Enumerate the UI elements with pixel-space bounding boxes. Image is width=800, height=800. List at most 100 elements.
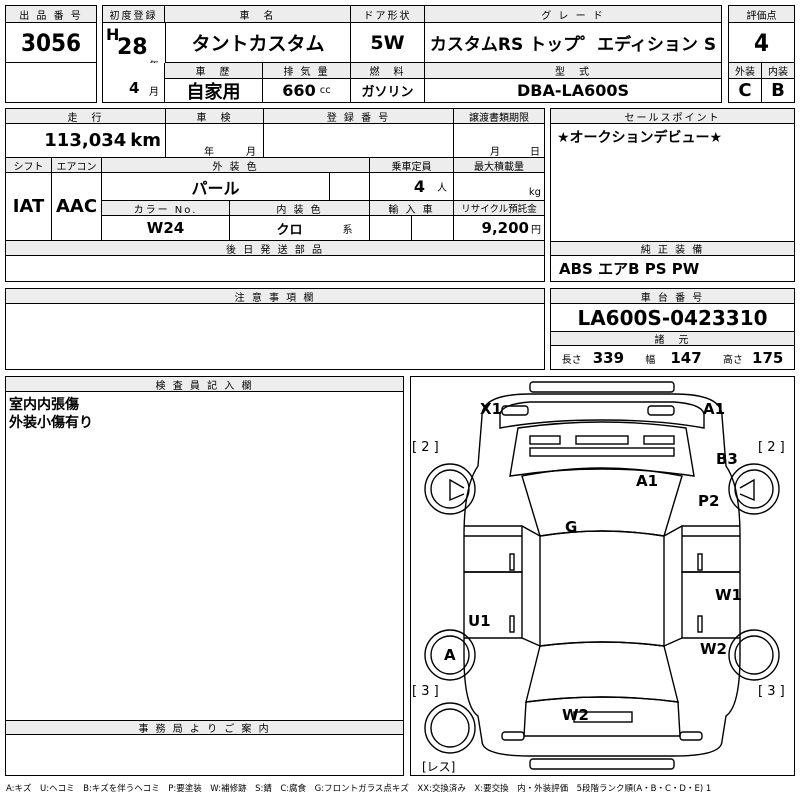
equip-label: 純 正 装 備 (551, 241, 794, 256)
ext-score: C (729, 79, 762, 102)
reg-era: H 28 年 (103, 23, 165, 63)
grade: カスタムRS トップ゜エディション S (425, 23, 721, 63)
mark-p2: P2 (698, 492, 720, 510)
len-group: 長さ 339 (562, 348, 624, 367)
inspect-month-unit: 月 (246, 147, 256, 158)
int-color-unit: 系 (342, 224, 353, 236)
capacity-unit: 人 (437, 183, 447, 194)
color-extra (330, 173, 370, 201)
load-cell: kg (454, 173, 544, 201)
reg-month-cell: 4 月 (103, 63, 165, 102)
disp-cell: 660 cc (263, 79, 351, 102)
spec-box (5, 108, 545, 282)
len-label: 長さ (561, 355, 582, 366)
mark-u1: U1 (468, 612, 491, 630)
chassis-label: 車 台 番 号 (551, 289, 794, 304)
month-unit: 月 (149, 87, 159, 98)
tag-spare: [レス] (422, 760, 456, 774)
mark-g: G (565, 518, 578, 536)
history: 自家用 (165, 79, 263, 102)
wid-group: 幅 147 (645, 348, 701, 367)
mark-w1: W1 (715, 586, 742, 604)
mark-b3: B3 (716, 450, 738, 468)
int-color-label: 内 装 色 (230, 201, 370, 216)
ext-label: 外装 (729, 63, 762, 79)
lot-label: 出 品 番 号 (5, 5, 97, 23)
height: 175 (752, 349, 784, 367)
recycle-unit: 円 (531, 224, 541, 236)
regno-label: 登 録 番 号 (264, 109, 454, 124)
shift: IAT (6, 173, 52, 241)
car-name: タントカスタム (165, 23, 351, 63)
model-label: 型 式 (425, 63, 721, 79)
mileage: 113,034 (44, 130, 127, 151)
door-type: 5W (351, 23, 425, 63)
tag-front-left: [ 2 ] (412, 440, 439, 455)
sales-label: セールスポイント (551, 109, 794, 124)
office-label: 事 務 局 よ り ご 案 内 (6, 720, 403, 735)
mark-w2-right: W2 (700, 640, 727, 658)
diagram-box (410, 376, 795, 776)
inspect-label: 車 検 (166, 109, 264, 124)
int-color-cell: クロ 系 (230, 216, 370, 241)
load-label: 最大積載量 (454, 158, 544, 173)
history-label: 車 歴 (165, 63, 263, 79)
ac: AAC (52, 173, 102, 241)
mileage-label: 走 行 (6, 109, 166, 124)
inspector-line-2: 外装小傷有り (9, 415, 93, 431)
score: 4 (729, 23, 794, 63)
inspect-year-unit: 年 (204, 147, 214, 158)
tag-rear-right: [ 3 ] (758, 684, 785, 699)
capacity-label: 乗車定員 (370, 158, 454, 173)
equip-text: ABS エアB PS PW (559, 260, 700, 278)
era-letter: H (106, 25, 120, 44)
tag-rear-left: [ 3 ] (412, 684, 439, 699)
recycle-label: リサイクル預託金 (454, 201, 544, 216)
sales-box (550, 108, 795, 282)
mark-x1: X1 (480, 400, 503, 418)
transfer-label: 譲渡書類期限 (454, 109, 544, 124)
reg-month: 4 (129, 79, 140, 97)
color-label: 外 装 色 (102, 158, 370, 173)
chassis-box (550, 288, 795, 370)
mark-a1-front: A1 (703, 400, 726, 418)
import-label: 輸 入 車 (370, 201, 454, 216)
fuel-label: 燃 料 (351, 63, 425, 79)
color-no: W24 (102, 216, 230, 241)
mark-a-wheel: A (444, 646, 456, 664)
fuel: ガソリン (351, 79, 425, 102)
ac-label: エアコン (52, 158, 102, 173)
int-label: 内装 (762, 63, 794, 79)
capacity: 4 (413, 177, 425, 196)
transfer-cell: 月 日 (454, 124, 544, 158)
chassis-number: LA600S-0423310 (551, 304, 794, 332)
car-name-label: 車 名 (165, 6, 351, 23)
recycle-cell: 9,200 円 (454, 216, 544, 241)
mark-w2-rear: W2 (562, 706, 589, 724)
inspector-box (5, 376, 404, 776)
load-unit: kg (528, 187, 541, 198)
reg-label: 初度登録 (103, 6, 165, 23)
mileage-cell: 113,034 km (6, 124, 166, 158)
inspector-line-1: 室内内張傷 (9, 397, 79, 413)
tag-front-right: [ 2 ] (758, 440, 785, 455)
sales-text: ★オークションデビュー★ (557, 130, 723, 146)
disp-unit: cc (319, 85, 331, 96)
color: パール (102, 173, 330, 201)
car-diagram (424, 381, 780, 770)
score-box (728, 5, 795, 103)
transfer-month-unit: 月 (490, 147, 500, 158)
int-color: クロ (276, 222, 303, 238)
dims-label: 諸 元 (551, 332, 794, 346)
reg-year: 28 (117, 35, 148, 60)
inspect-cell: 年 月 (166, 124, 264, 158)
notes-label: 注 意 事 項 欄 (6, 289, 544, 304)
door-label: ドア形状 (351, 6, 425, 23)
mark-a1-hood: A1 (636, 472, 659, 490)
transfer-day-unit: 日 (530, 147, 540, 158)
import-value-b (412, 216, 454, 241)
color-no-label: カラー No. (102, 201, 230, 216)
inspector-label: 検 査 員 記 入 欄 (6, 377, 403, 392)
model: DBA-LA600S (517, 81, 629, 100)
width: 147 (670, 349, 702, 367)
